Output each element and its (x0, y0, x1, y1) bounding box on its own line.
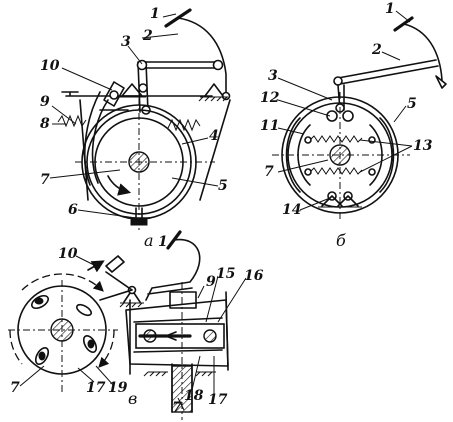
label-a-5: 5 (218, 178, 228, 194)
panel-a-band-brake (49, 8, 231, 230)
label-c-17-right: 17 (208, 392, 228, 408)
label-c-16: 16 (244, 268, 264, 284)
label-b-1: 1 (385, 1, 395, 17)
label-c-15: 15 (216, 266, 235, 282)
label-b-3: 3 (268, 68, 278, 84)
label-b-7: 7 (264, 164, 274, 180)
caption-c: в (128, 389, 137, 408)
panel-b-shoe-brake (272, 10, 447, 220)
caption-b: б (336, 231, 346, 250)
label-a-8: 8 (40, 116, 50, 132)
label-b-13: 13 (413, 138, 433, 154)
label-b-12: 12 (260, 90, 280, 106)
label-b-5: 5 (407, 96, 417, 112)
panel-c-disc-brake (8, 230, 247, 420)
label-a-9: 9 (40, 94, 50, 110)
label-c-19: 19 (108, 380, 128, 396)
label-a-3: 3 (121, 34, 131, 50)
label-b-2: 2 (371, 42, 382, 58)
label-c-17-left: 17 (86, 380, 106, 396)
labels: 1 2 3 10 9 8 4 7 5 6 а 1 2 3 5 12 11 13 … (10, 1, 433, 416)
panel-a-rod (142, 61, 219, 69)
label-c-7: 7 (10, 380, 20, 396)
label-a-2: 2 (142, 28, 153, 44)
label-b-14: 14 (282, 202, 301, 218)
label-a-6: 6 (68, 202, 78, 218)
label-c-1: 1 (158, 234, 168, 250)
caption-a: а (144, 231, 154, 250)
label-a-1: 1 (150, 6, 160, 22)
label-c-18: 18 (184, 388, 204, 404)
label-a-4: 4 (209, 128, 219, 144)
panel-b-rod (337, 59, 439, 85)
label-b-11: 11 (260, 118, 279, 134)
label-c-7-shaft: 7 (172, 400, 182, 416)
label-c-9: 9 (206, 274, 216, 290)
label-a-7: 7 (40, 172, 50, 188)
label-a-10: 10 (40, 58, 60, 74)
panel-a-pedal (164, 8, 231, 101)
label-c-10: 10 (58, 246, 78, 262)
